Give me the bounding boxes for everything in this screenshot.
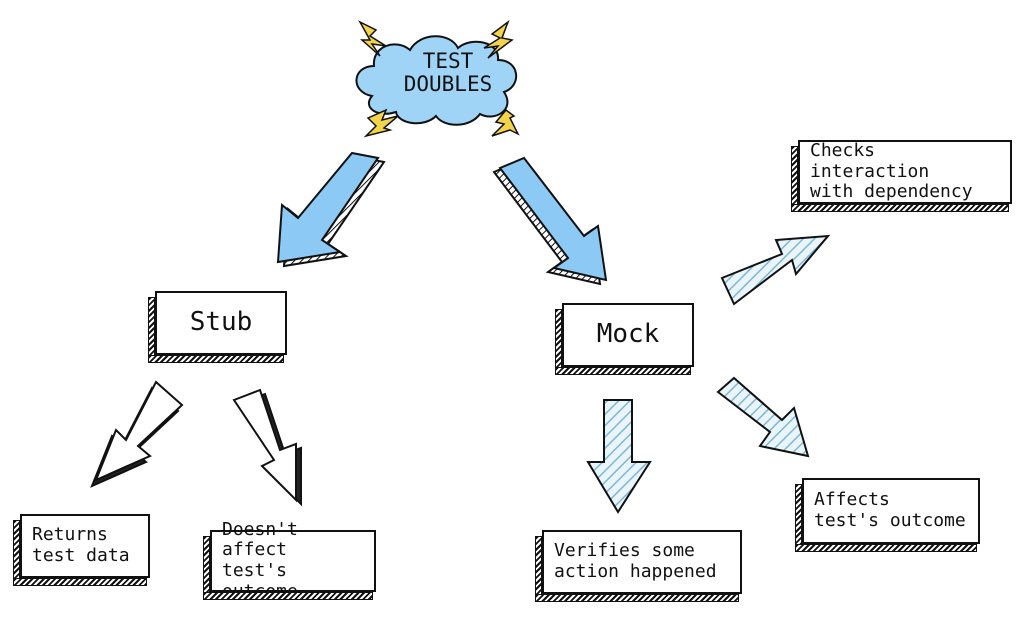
arrow-to-affects bbox=[716, 376, 810, 458]
checks-interaction-label: Checks interaction with dependency bbox=[810, 139, 973, 203]
mock-node: Mock bbox=[555, 303, 694, 375]
arrow-to-checks bbox=[720, 234, 831, 306]
mock-label: Mock bbox=[596, 319, 660, 350]
verifies-label: Verifies some action happened bbox=[554, 540, 717, 582]
doesnt-affect-label: Doesn't affect test's outcome bbox=[222, 518, 298, 602]
arrow-to-verifies bbox=[586, 399, 652, 514]
returns-test-data-label: Returns test data bbox=[32, 524, 130, 566]
arrow-to-no-affect bbox=[232, 388, 302, 507]
affects-label: Affects test's outcome bbox=[814, 489, 966, 531]
doesnt-affect-node: Doesn't affect test's outcome bbox=[203, 519, 376, 602]
arrow-to-mock bbox=[492, 156, 608, 286]
affects-node: Affects test's outcome bbox=[795, 478, 980, 552]
lightning-icon bbox=[358, 19, 520, 138]
arrow-to-returns bbox=[90, 380, 184, 488]
diagram-title: TEST DOUBLES bbox=[403, 49, 493, 97]
stub-label: Stub bbox=[189, 307, 253, 338]
stub-node: Stub bbox=[148, 291, 287, 363]
returns-test-data-node: Returns test data bbox=[13, 514, 150, 586]
cloud-shape bbox=[355, 35, 518, 126]
arrow-to-stub bbox=[276, 151, 386, 268]
verifies-node: Verifies some action happened bbox=[535, 530, 742, 602]
checks-interaction-node: Checks interaction with dependency bbox=[791, 139, 1012, 212]
